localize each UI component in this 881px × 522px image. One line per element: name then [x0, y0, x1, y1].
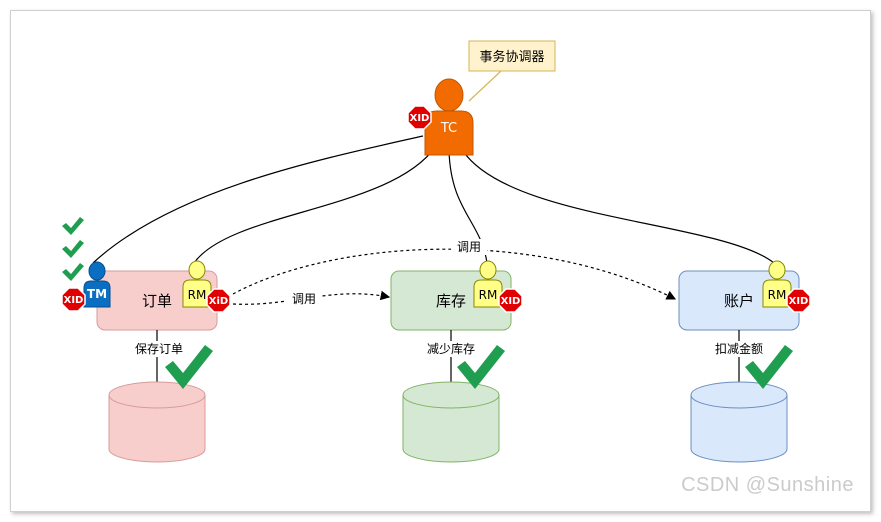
svg-text:订单: 订单 [142, 292, 172, 310]
coordinator-callout-text: 事务协调器 [479, 49, 544, 65]
svg-text:XID: XID [410, 113, 430, 124]
diagram-svg: 事务协调器 TC XID 订单 库存 账户 TM XID [61, 40, 811, 463]
svg-text:库存: 库存 [436, 292, 466, 310]
svg-text:RM: RM [768, 288, 787, 302]
tm-xid-badge: XID [61, 287, 86, 312]
watermark: CSDN @Sunshine [681, 474, 854, 496]
check-icon [62, 263, 84, 281]
stock-rm-xid-badge: XID [498, 288, 523, 313]
svg-text:XID: XID [64, 295, 84, 306]
call-arrow-order-to-account [232, 248, 677, 300]
order-rm-xid-badge: XiD [206, 288, 231, 313]
database-stock [402, 381, 500, 463]
check-icon-account [745, 345, 793, 389]
coordinator-callout: 事务协调器 [468, 40, 556, 102]
svg-text:XiD: XiD [209, 296, 228, 307]
svg-text:RM: RM [479, 288, 498, 302]
svg-text:XID: XID [501, 296, 521, 307]
call-label-account: 调用 [457, 240, 481, 254]
check-icon-stock [457, 345, 505, 389]
tm-label: TM [87, 287, 107, 301]
svg-text:XID: XID [789, 296, 809, 307]
call-label-stock: 调用 [292, 292, 316, 306]
tm-actor: TM [83, 261, 111, 308]
order-rm-actor: RM [182, 260, 212, 308]
tc-to-tm-line [92, 135, 424, 264]
tc-label: TC [440, 121, 457, 136]
big-checks [165, 345, 793, 389]
check-icon [62, 240, 84, 258]
tc-connections [92, 135, 775, 264]
svg-text:RM: RM [188, 288, 207, 302]
tc-to-order-rm-line [193, 145, 437, 264]
tc-to-account-rm-line [462, 150, 775, 264]
action-label-stock: 减少库存 [427, 341, 475, 356]
database-account [690, 381, 788, 463]
database-order [108, 381, 206, 463]
tc-actor: TC [424, 78, 474, 156]
stock-rm-actor: RM [473, 260, 503, 308]
account-rm-xid-badge: XID [786, 288, 811, 313]
check-icon [62, 217, 84, 235]
check-icon-order [165, 345, 213, 389]
svg-text:账户: 账户 [724, 292, 754, 310]
diagram-canvas: 事务协调器 TC XID 订单 库存 账户 TM XID [10, 10, 871, 512]
tc-xid-badge: XID [407, 105, 432, 130]
action-label-order: 保存订单 [135, 342, 183, 356]
action-label-account: 扣减金额 [715, 341, 763, 356]
account-rm-actor: RM [762, 260, 792, 308]
committed-checks [62, 217, 84, 281]
